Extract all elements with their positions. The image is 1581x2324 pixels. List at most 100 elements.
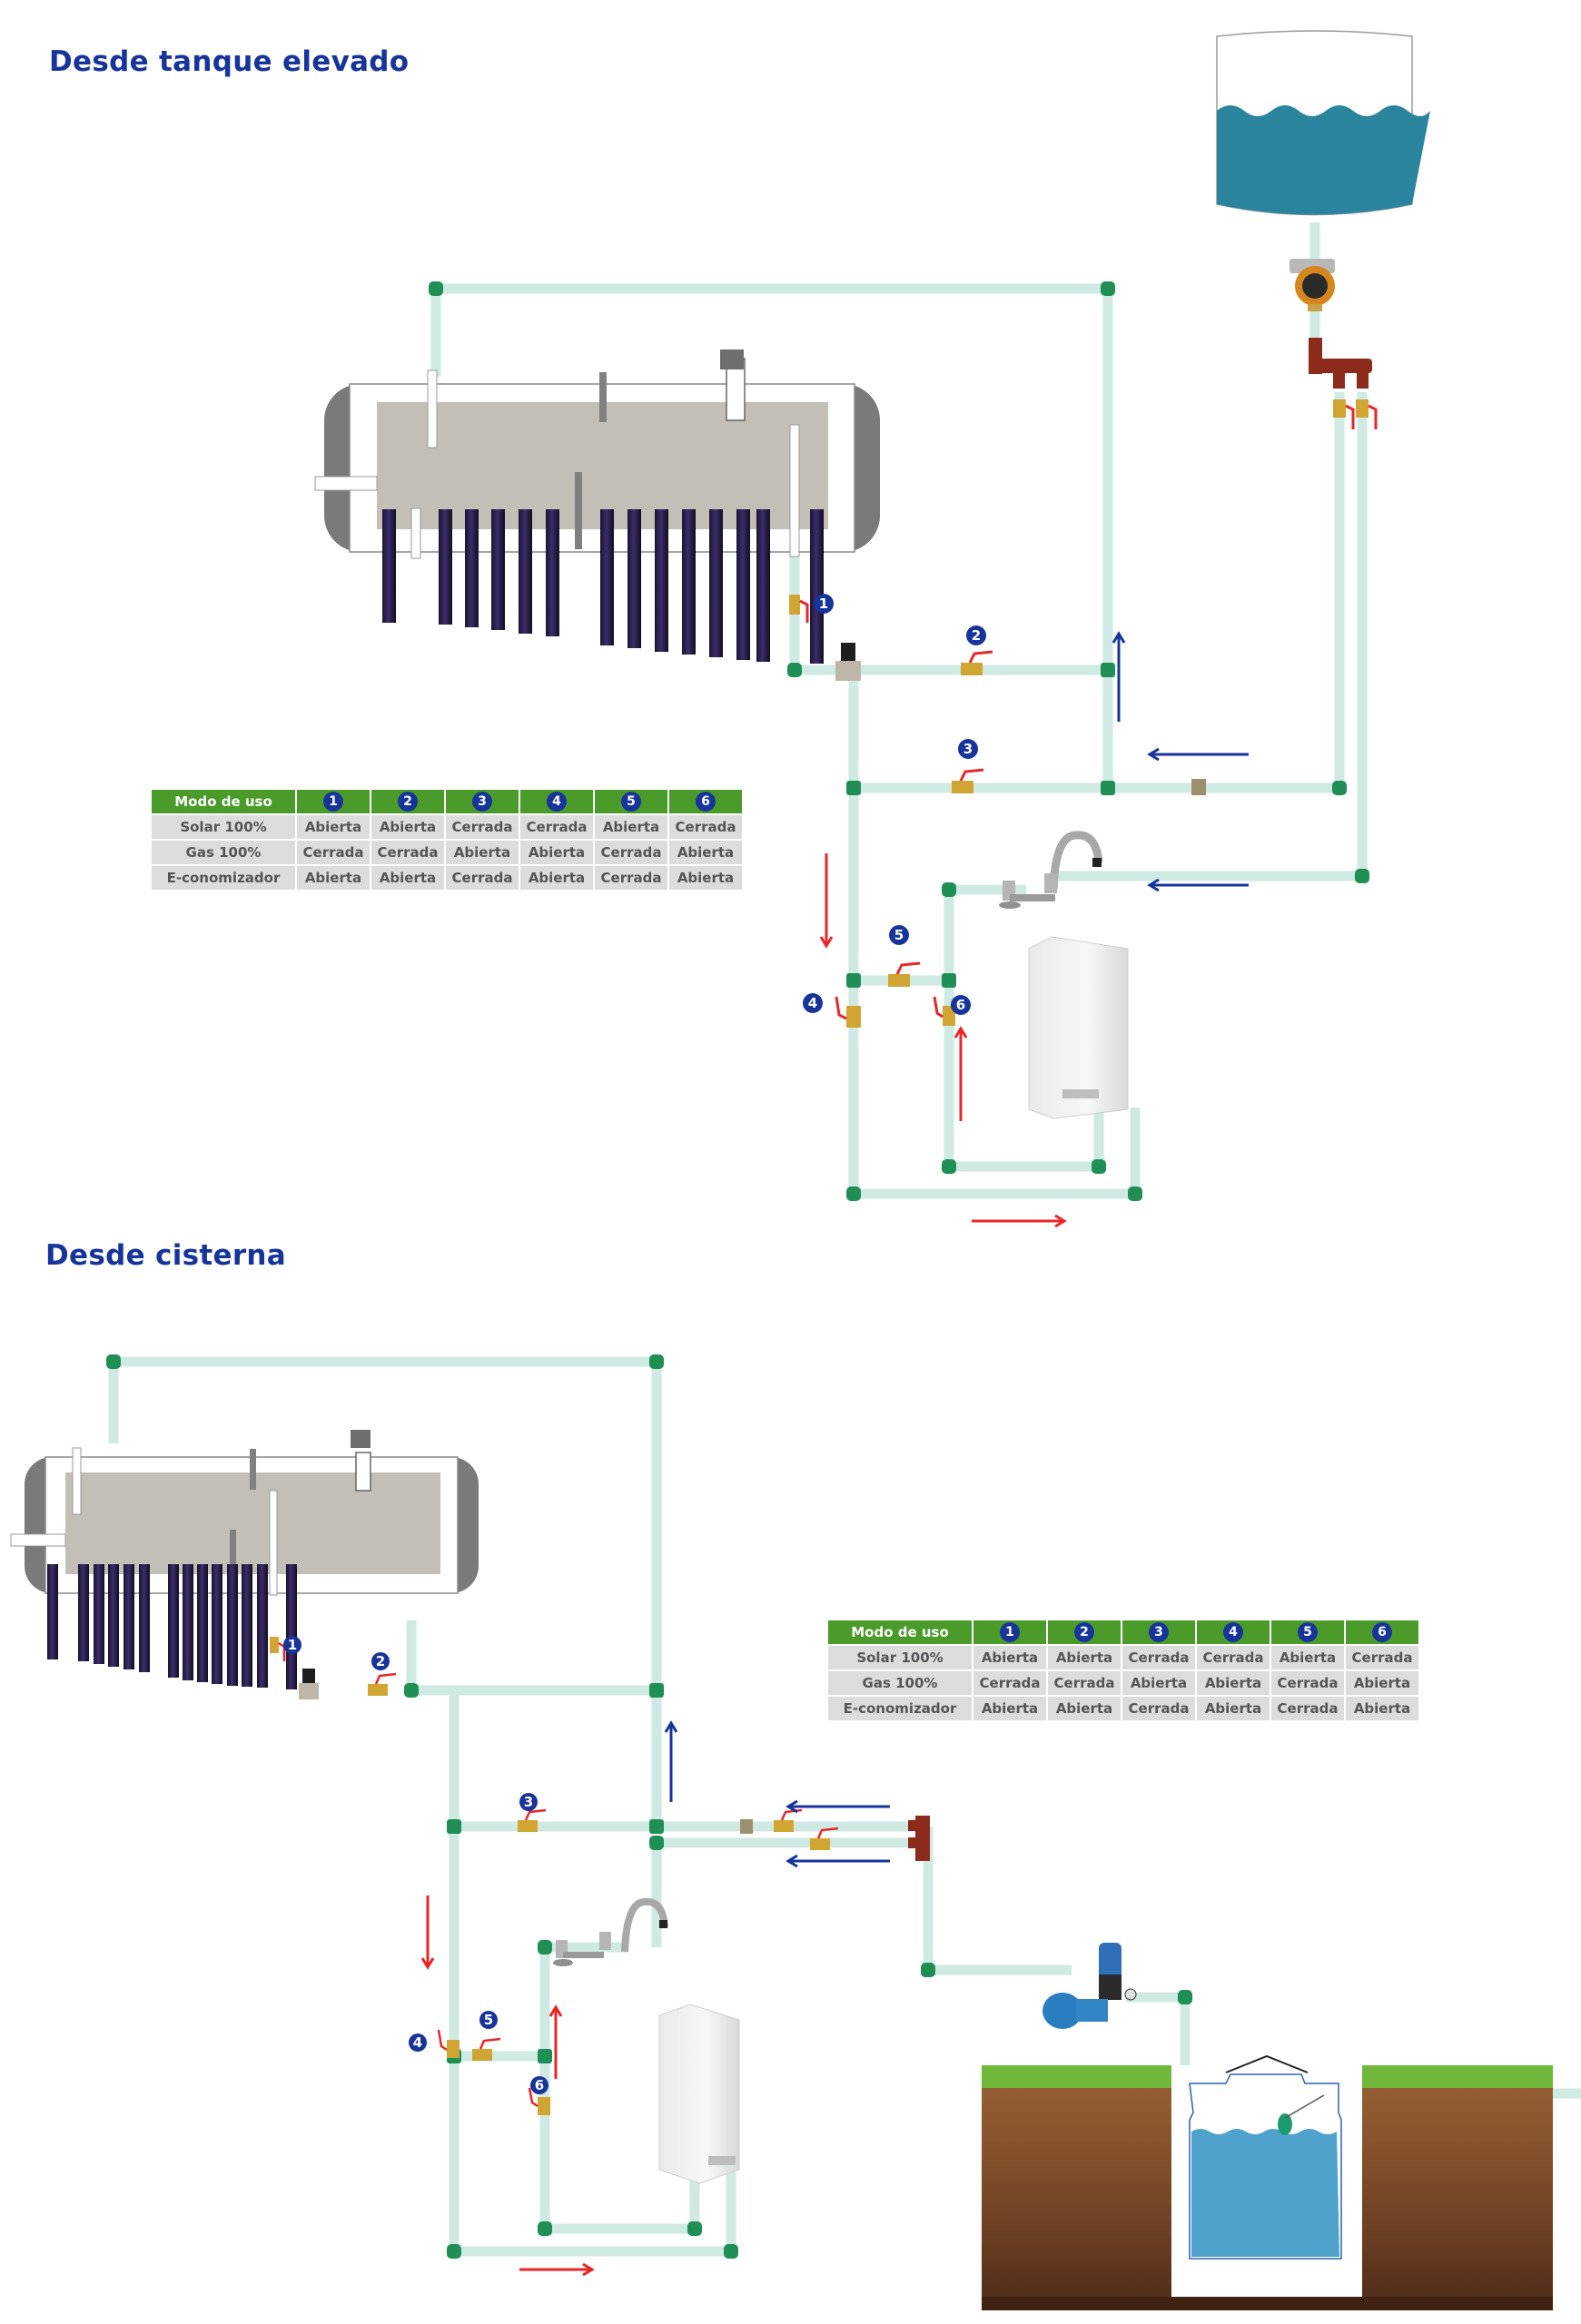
mode-cell: E-conomizador [152, 866, 295, 890]
ball-valve-1[interactable] [789, 595, 809, 623]
svg-text:5: 5 [894, 927, 904, 943]
column-header-valve-6: 6 [1346, 1620, 1418, 1644]
svg-text:1: 1 [288, 1637, 297, 1653]
column-header-valve-4: 4 [520, 790, 593, 813]
section-title-cistern: Desde cisterna [45, 1239, 286, 1272]
usage-mode-table-elevated-tank: Modo de uso 1 2 3 4 5 6 Solar 100% Abier… [150, 788, 744, 891]
svg-text:1: 1 [819, 596, 828, 612]
table-row: Solar 100% Abierta Abierta Cerrada Cerra… [152, 815, 742, 839]
gas-boiler-icon [1028, 936, 1129, 1119]
valve-state-cell: Cerrada [1122, 1697, 1195, 1720]
valve-state-cell: Abierta [1197, 1671, 1270, 1695]
section-title-elevated-tank: Desde tanque elevado [49, 45, 410, 78]
cold-flow-arrow [664, 1720, 890, 1868]
faucet-icon [999, 831, 1103, 909]
valve-label-5: 5 [479, 2011, 498, 2029]
flow-arrows [819, 631, 1249, 1228]
mode-cell: Solar 100% [828, 1646, 972, 1669]
valve-label-1: 1 [814, 594, 834, 614]
ball-valve-2[interactable] [368, 1672, 397, 1696]
thermostatic-mixing-valve [299, 1669, 319, 1699]
valve-state-cell: Cerrada [1122, 1646, 1195, 1669]
valve-state-cell: Abierta [446, 841, 519, 864]
valve-state-cell: Cerrada [297, 841, 370, 864]
svg-text:6: 6 [956, 997, 965, 1013]
column-header-valve-3: 3 [446, 790, 519, 813]
valve-label-2: 2 [966, 625, 986, 645]
section-cistern: 1 2 3 4 5 6 [10, 1354, 1581, 2310]
valve-state-cell: Cerrada [1346, 1646, 1418, 1669]
column-header-valve-2: 2 [371, 790, 444, 813]
valve-number-labels: 1 2 3 4 5 6 [283, 1636, 548, 2094]
svg-text:4: 4 [808, 995, 817, 1011]
valve-state-cell: Cerrada [1048, 1671, 1121, 1695]
ball-valve-2[interactable] [961, 650, 993, 675]
valve-state-cell: Abierta [669, 866, 742, 890]
elevated-water-tank-icon [1216, 30, 1430, 216]
svg-text:5: 5 [484, 2012, 493, 2028]
faucet-icon [553, 1897, 668, 1966]
check-valve [1191, 779, 1206, 795]
valve-state-cell: Abierta [371, 866, 444, 890]
solar-water-heater-icon [314, 350, 880, 664]
svg-text:2: 2 [972, 627, 981, 644]
valve-state-cell: Abierta [595, 815, 667, 839]
ball-valve-3[interactable] [952, 768, 984, 793]
cold-flow-arrow [1112, 631, 1249, 892]
ball-valve-6[interactable] [933, 996, 955, 1026]
ball-valve-6[interactable] [528, 2087, 550, 2115]
valve-state-cell: Abierta [297, 815, 370, 839]
ball-valve[interactable] [810, 1827, 839, 1850]
valve-label-6: 6 [530, 2076, 548, 2094]
column-header-valve-3: 3 [1122, 1620, 1195, 1644]
valve-state-cell: Cerrada [371, 841, 444, 864]
valve-state-cell: Cerrada [595, 866, 667, 890]
valve-state-cell: Abierta [1271, 1646, 1344, 1669]
valve-label-3: 3 [519, 1793, 538, 1811]
table-row: Solar 100% Abierta Abierta Cerrada Cerra… [828, 1646, 1418, 1669]
valve-label-5: 5 [889, 925, 909, 945]
svg-text:4: 4 [413, 2034, 422, 2051]
valve-label-1: 1 [283, 1636, 301, 1654]
table-row: E-conomizador Abierta Abierta Cerrada Ab… [828, 1697, 1418, 1720]
column-header-valve-4: 4 [1197, 1620, 1270, 1644]
flow-arrows [420, 1720, 890, 2277]
check-valve [740, 1819, 753, 1834]
valve-label-4: 4 [803, 993, 823, 1013]
hot-flow-arrow [819, 853, 1067, 1228]
ball-valve [1333, 399, 1378, 429]
valve-state-cell: Abierta [520, 841, 593, 864]
gas-boiler-icon [658, 2004, 740, 2184]
valve-state-cell: Abierta [669, 841, 742, 864]
table-row: Gas 100% Cerrada Cerrada Abierta Abierta… [828, 1671, 1418, 1695]
manifold-icon [1309, 338, 1372, 389]
valve-label-6: 6 [951, 995, 971, 1015]
ball-valve-3[interactable] [518, 1808, 547, 1832]
svg-text:2: 2 [376, 1653, 385, 1669]
valve-state-cell: Abierta [973, 1697, 1046, 1720]
valve-state-cell: Abierta [297, 866, 370, 890]
mode-cell: E-conomizador [828, 1697, 972, 1720]
valve-state-cell: Abierta [1346, 1697, 1418, 1720]
ball-valve-4[interactable] [437, 2029, 459, 2058]
table-row: E-conomizador Abierta Abierta Cerrada Ab… [152, 866, 742, 890]
section-elevated-tank: 1 2 3 4 5 6 [314, 30, 1430, 1228]
valve-state-cell: Abierta [1048, 1697, 1121, 1720]
thermostatic-mixing-valve [835, 643, 861, 681]
valve-state-cell: Abierta [973, 1646, 1046, 1669]
ball-valve-5[interactable] [472, 2037, 501, 2061]
column-header-valve-1: 1 [973, 1620, 1046, 1644]
valve-state-cell: Cerrada [1271, 1697, 1344, 1720]
ball-valve-1[interactable] [270, 1637, 286, 1661]
column-header-valve-5: 5 [1271, 1620, 1344, 1644]
pressure-pump-icon [1042, 1943, 1137, 2029]
column-header-valve-1: 1 [297, 790, 370, 813]
valve-state-cell: Cerrada [669, 815, 742, 839]
valve-state-cell: Cerrada [595, 841, 667, 864]
ball-valve-4[interactable] [835, 996, 861, 1028]
vacuum-tubes [382, 509, 824, 664]
pipe-fittings [106, 1354, 1192, 2259]
ball-valve-5[interactable] [888, 961, 921, 987]
pipe-fittings [429, 281, 1369, 1201]
